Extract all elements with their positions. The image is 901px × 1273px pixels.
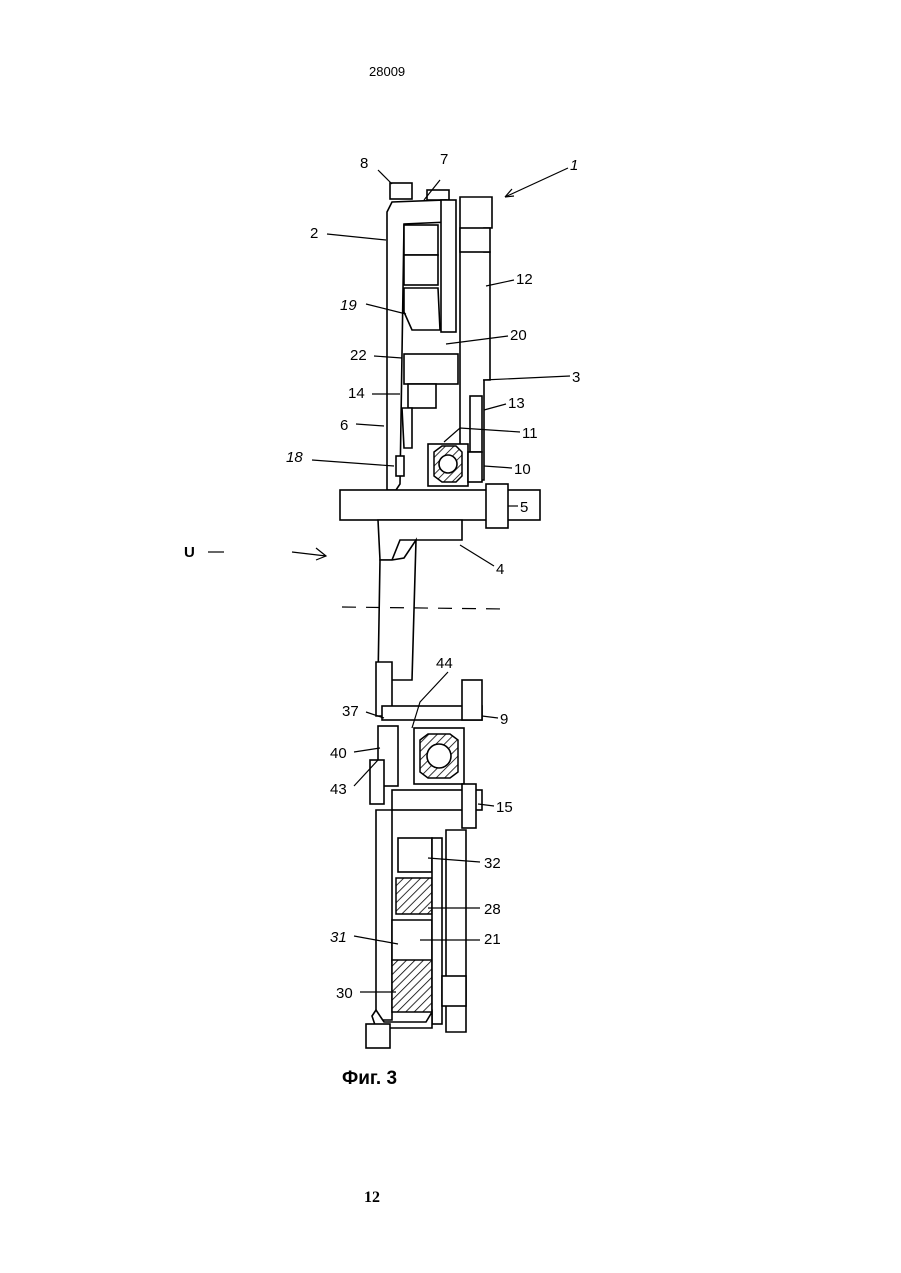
label-20: 20 <box>510 327 527 344</box>
label-28: 28 <box>484 901 501 918</box>
block-30 <box>392 960 432 1012</box>
leader-9 <box>482 716 498 718</box>
shaft-5 <box>340 490 540 520</box>
lever-19 <box>404 288 440 330</box>
lower-body-left <box>376 810 392 1020</box>
leader-8 <box>378 170 392 184</box>
lower-right-strip <box>432 838 442 1024</box>
lower-right-block <box>442 976 466 1006</box>
label-3: 3 <box>572 369 580 386</box>
label-40: 40 <box>330 745 347 762</box>
leader-1 <box>505 168 568 197</box>
plate-15-end <box>462 784 476 828</box>
arrowhead-U <box>316 548 326 560</box>
leader-6 <box>356 424 384 426</box>
part-14 <box>402 408 412 448</box>
top-block-8 <box>390 183 412 199</box>
part-13 <box>470 396 482 452</box>
label-43: 43 <box>330 781 347 798</box>
lower-assembly <box>366 662 482 1048</box>
label-10: 10 <box>514 461 531 478</box>
leader-13 <box>484 404 506 410</box>
label-6: 6 <box>340 417 348 434</box>
label-1: 1 <box>570 157 578 174</box>
label-22: 22 <box>350 347 367 364</box>
shaft-end-5 <box>486 484 508 528</box>
leader-18 <box>312 460 394 466</box>
label-19: 19 <box>340 297 357 314</box>
label-4: 4 <box>496 561 504 578</box>
block-under-22 <box>408 384 436 408</box>
label-2: 2 <box>310 225 318 242</box>
label-U: U <box>184 544 195 561</box>
bearing-ball <box>439 455 457 473</box>
figure-caption: Фиг. 3 <box>342 1068 397 1090</box>
leader-2 <box>327 234 386 240</box>
label-21: 21 <box>484 931 501 948</box>
label-44: 44 <box>436 655 453 672</box>
right-plate-block <box>460 228 490 252</box>
part-18 <box>396 456 404 476</box>
label-12: 12 <box>516 271 533 288</box>
label-32: 32 <box>484 855 501 872</box>
part-21 <box>392 920 432 962</box>
strip-7 <box>441 200 456 332</box>
bearing-cap <box>468 452 482 482</box>
label-11: 11 <box>522 425 538 442</box>
upper-block-b <box>404 255 438 285</box>
label-31: 31 <box>330 929 347 946</box>
label-13: 13 <box>508 395 525 412</box>
connecting-arm <box>378 540 416 680</box>
page-number: 12 <box>364 1189 380 1207</box>
label-7: 7 <box>440 151 448 168</box>
bearing-ball-44 <box>427 744 451 768</box>
label-9: 9 <box>500 711 508 728</box>
leader-4 <box>460 545 494 566</box>
block-22 <box>404 354 458 384</box>
leader-10 <box>484 466 512 468</box>
label-5: 5 <box>520 499 528 516</box>
block-32 <box>398 838 432 872</box>
label-30: 30 <box>336 985 353 1002</box>
plate-9-end <box>462 680 482 720</box>
label-14: 14 <box>348 385 365 402</box>
label-8: 8 <box>360 155 368 172</box>
leader-40 <box>354 748 380 752</box>
label-18: 18 <box>286 449 303 466</box>
block-28 <box>396 878 432 914</box>
label-15: 15 <box>496 799 513 816</box>
center-line <box>342 607 504 609</box>
arm-4 <box>378 520 462 560</box>
leader-3 <box>483 376 570 380</box>
label-37: 37 <box>342 703 359 720</box>
upper-block <box>404 225 438 255</box>
bottom-block <box>366 1024 390 1048</box>
